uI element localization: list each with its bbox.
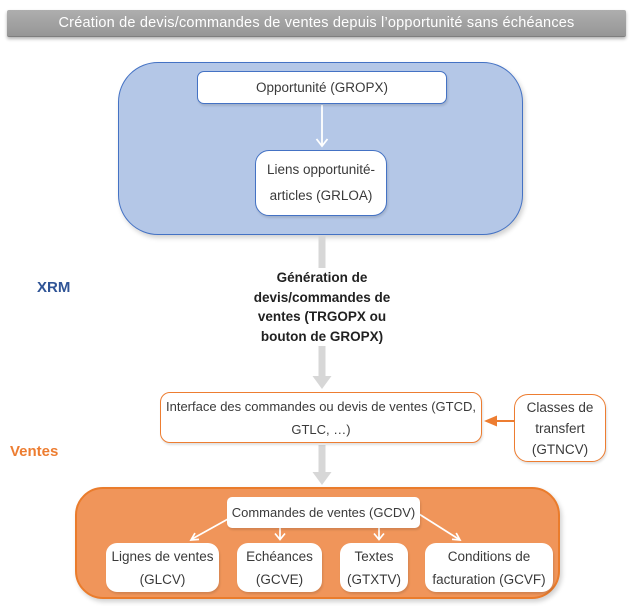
liens-box-label: Liens opportunité- articles (GRLOA) bbox=[266, 162, 376, 203]
conditions-facturation-label: Conditions de facturation (GCVF) bbox=[432, 548, 546, 587]
lignes-ventes-label: Lignes de ventes (GLCV) bbox=[111, 548, 214, 587]
commandes-ventes-box: Commandes de ventes (GCDV) bbox=[227, 497, 420, 528]
textes-box: Textes (GTXTV) bbox=[340, 543, 408, 592]
textes-label: Textes (GTXTV) bbox=[347, 548, 401, 587]
interface-box-label: Interface des commandes ou devis de vent… bbox=[166, 398, 476, 437]
opportunite-box-label: Opportunité (GROPX) bbox=[255, 80, 389, 95]
commandes-box-label: Commandes de ventes (GCDV) bbox=[231, 505, 416, 520]
xrm-section-label: XRM bbox=[37, 279, 71, 296]
arrow-classes-to-interface bbox=[484, 415, 514, 427]
liens-opportunite-articles-box: Liens opportunité- articles (GRLOA) bbox=[255, 150, 387, 216]
title-bar: Création de devis/commandes de ventes de… bbox=[7, 10, 626, 37]
echeances-label: Echéances (GCVE) bbox=[246, 548, 313, 587]
generation-note: Génération de devis/commandes de ventes … bbox=[230, 268, 414, 346]
opportunite-box: Opportunité (GROPX) bbox=[197, 71, 447, 104]
classes-transfert-box: Classes de transfert (GTNCV) bbox=[514, 394, 606, 462]
ventes-section-label: Ventes bbox=[10, 443, 59, 460]
interface-commandes-devis-box: Interface des commandes ou devis de vent… bbox=[160, 392, 482, 443]
diagram-title: Création de devis/commandes de ventes de… bbox=[58, 15, 575, 31]
classes-box-label: Classes de transfert (GTNCV) bbox=[526, 399, 594, 457]
lignes-ventes-box: Lignes de ventes (GLCV) bbox=[106, 543, 219, 592]
conditions-facturation-box: Conditions de facturation (GCVF) bbox=[425, 543, 553, 592]
echeances-box: Echéances (GCVE) bbox=[237, 543, 322, 592]
arrow-interface-to-ventes bbox=[312, 445, 332, 485]
